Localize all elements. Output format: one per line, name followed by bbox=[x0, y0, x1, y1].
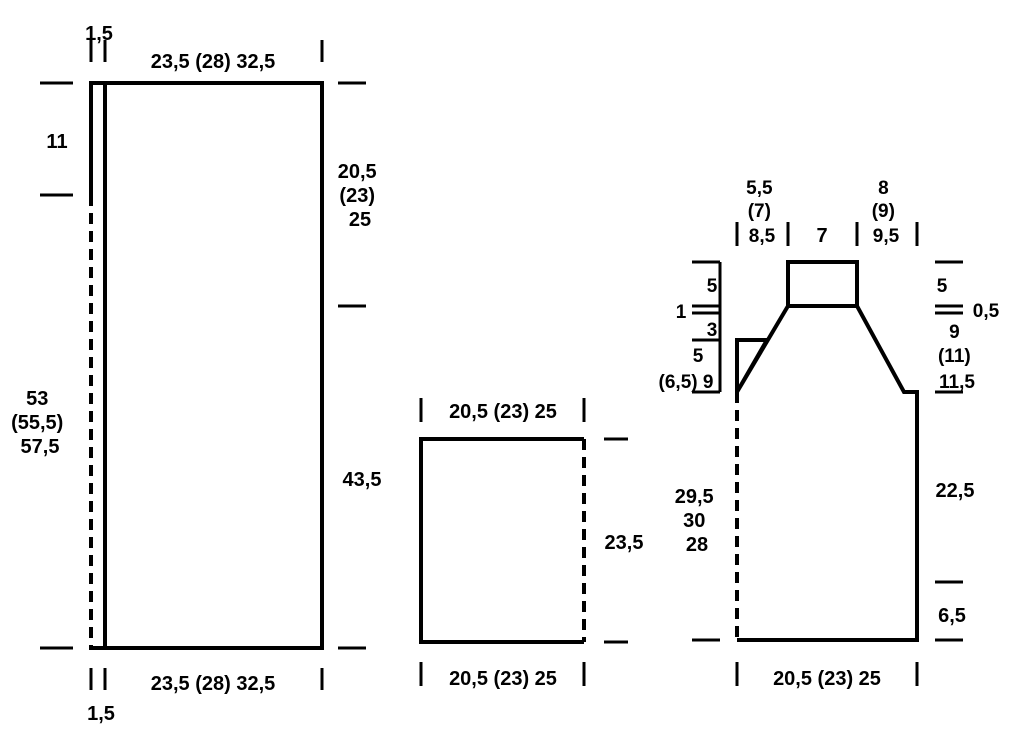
panel-2-width-top-label: 20,5 (23) 25 bbox=[449, 401, 557, 423]
panel-3-right-5-label: 5 bbox=[937, 276, 948, 297]
panel-3-right-65-label: 6,5 bbox=[938, 605, 966, 627]
panel-2-height-label: 23,5 bbox=[605, 532, 644, 554]
panel-1-width-bottom-label: 23,5 (28) 32,5 bbox=[151, 673, 276, 695]
panel-1-right-upper-label: 20,5 (23) 25 bbox=[338, 161, 383, 231]
panel-3-right-225-label: 22,5 bbox=[936, 480, 975, 502]
panel-1-width-top-label: 23,5 (28) 32,5 bbox=[151, 51, 276, 73]
panel-3: 5,5 (7) 8,5 7 8 (9) 9,5 5 1 3 5 (6,5) 9 … bbox=[659, 178, 1000, 690]
panel-3-left-65-9-label: (6,5) 9 bbox=[659, 372, 714, 393]
panel-1-right-lower-label: 43,5 bbox=[343, 469, 382, 491]
panel-1-outline bbox=[103, 81, 324, 650]
panel-3-top-right-label: 8 (9) 9,5 bbox=[872, 178, 901, 247]
panel-1-band-top-label: 1,5 bbox=[85, 23, 113, 45]
panel-1-left-total-label: 53 (55,5) 57,5 bbox=[11, 388, 69, 458]
panel-3-outline bbox=[735, 260, 919, 642]
panel-3-left-3-label: 3 bbox=[707, 320, 718, 341]
panel-3-width-bottom-label: 20,5 (23) 25 bbox=[773, 668, 881, 690]
panel-2-width-bottom-label: 20,5 (23) 25 bbox=[449, 668, 557, 690]
panel-3-left-5-label: 5 bbox=[707, 276, 718, 297]
panel-3-top-left-label: 5,5 (7) 8,5 bbox=[746, 178, 778, 247]
panel-1-left-top-label: 11 bbox=[46, 131, 67, 153]
panel-2: 20,5 (23) 25 20,5 (23) 25 23,5 bbox=[419, 398, 644, 690]
panel-3-left-1-label: 1 bbox=[676, 302, 687, 323]
panel-2-outline bbox=[419, 437, 584, 644]
panel-3-left-5b-label: 5 bbox=[693, 346, 704, 367]
panel-1: 1,5 23,5 (28) 32,5 23,5 (28) 32,5 1,5 11… bbox=[11, 23, 383, 725]
panel-3-top-center-label: 7 bbox=[816, 225, 827, 247]
panel-3-left-height-label: 29,5 30 28 bbox=[675, 486, 720, 556]
panel-3-right-05-label: 0,5 bbox=[973, 301, 1000, 322]
panel-3-right-9-label: 9 (11) 11,5 bbox=[938, 322, 976, 393]
panel-1-band-bottom-label: 1,5 bbox=[87, 703, 115, 725]
